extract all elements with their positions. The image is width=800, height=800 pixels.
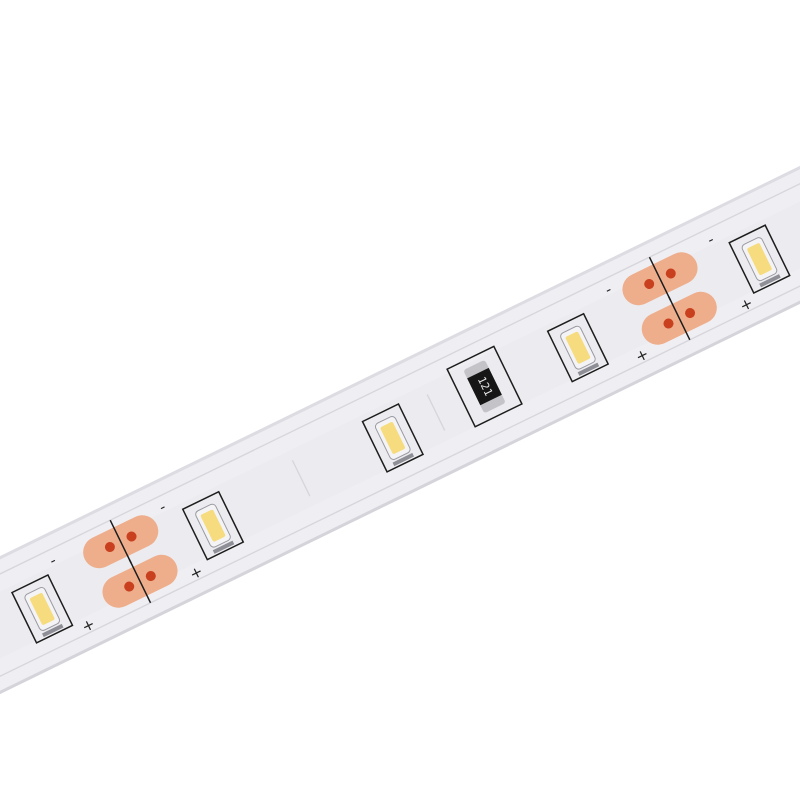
resistor-body <box>467 367 502 406</box>
smd-resistor: 121 <box>446 345 523 428</box>
solder-dot <box>663 318 674 329</box>
led-phosphor <box>565 331 591 364</box>
solder-pad-group-left <box>83 515 178 608</box>
led-strip: - + - + - + - + <box>0 93 800 767</box>
solder-dot <box>126 531 137 542</box>
circuit-traces <box>0 107 800 753</box>
solder-dot <box>124 581 135 592</box>
solder-pad-group-right <box>622 252 717 345</box>
smd-led <box>181 490 245 561</box>
solder-dot <box>644 278 655 289</box>
led-phosphor <box>30 593 55 625</box>
solder-dot <box>104 541 115 552</box>
led-phosphor <box>380 422 405 454</box>
smd-led <box>10 574 74 644</box>
strip-edge-top <box>0 93 800 658</box>
led-phosphor <box>747 243 772 275</box>
smd-led <box>361 403 425 473</box>
solder-dot <box>665 268 676 279</box>
led-phosphor <box>200 509 226 542</box>
strip-edge-bottom <box>0 202 800 767</box>
solder-dot <box>685 308 696 319</box>
smd-led <box>546 312 610 383</box>
smd-led <box>728 224 791 295</box>
solder-dot <box>145 571 156 582</box>
